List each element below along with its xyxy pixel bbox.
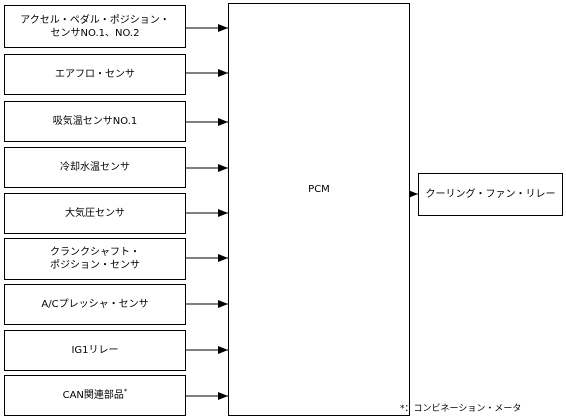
output-box-cooling-fan-relay: クーリング・ファン・リレー	[418, 173, 563, 216]
input-box-crankshaft-position-sensor: クランクシャフト・ ポジション・センサ	[4, 238, 186, 280]
pcm-label: PCM	[308, 184, 330, 195]
pcm-box: PCM	[228, 3, 410, 416]
input-box-can-related-parts: CAN関連部品*	[4, 375, 186, 416]
input-label: 冷却水温センサ	[60, 162, 130, 173]
input-label-line2: センサNO.1、NO.2	[50, 27, 140, 39]
input-box-intake-air-temp-sensor: 吸気温センサNO.1	[4, 101, 186, 142]
input-label: IG1リレー	[71, 345, 119, 356]
output-label: クーリング・ファン・リレー	[425, 189, 556, 200]
input-label: 大気圧センサ	[65, 208, 125, 219]
input-box-airflow-sensor: エアフロ・センサ	[4, 54, 186, 95]
input-label-text: CAN関連部品	[62, 390, 124, 401]
input-box-accel-pedal-sensor: アクセル・ペダル・ポジション・ センサNO.1、NO.2	[4, 5, 186, 48]
input-label-line2: ポジション・センサ	[50, 260, 140, 271]
input-label: 吸気温センサNO.1	[52, 116, 138, 127]
input-label: A/Cプレッシャ・センサ	[41, 299, 149, 310]
input-box-ac-pressure-sensor: A/Cプレッシャ・センサ	[4, 284, 186, 325]
input-box-coolant-temp-sensor: 冷却水温センサ	[4, 147, 186, 188]
input-label-line1: アクセル・ペダル・ポジション・	[20, 14, 170, 26]
input-label: エアフロ・センサ	[55, 69, 135, 80]
input-label: CAN関連部品*	[62, 387, 128, 402]
input-label-line1: クランクシャフト・	[50, 247, 140, 258]
input-box-ig1-relay: IG1リレー	[4, 330, 186, 371]
input-box-barometric-sensor: 大気圧センサ	[4, 193, 186, 234]
footnote-mark: *	[123, 387, 128, 396]
footnote: *：コンビネーション・メータ	[400, 404, 522, 414]
